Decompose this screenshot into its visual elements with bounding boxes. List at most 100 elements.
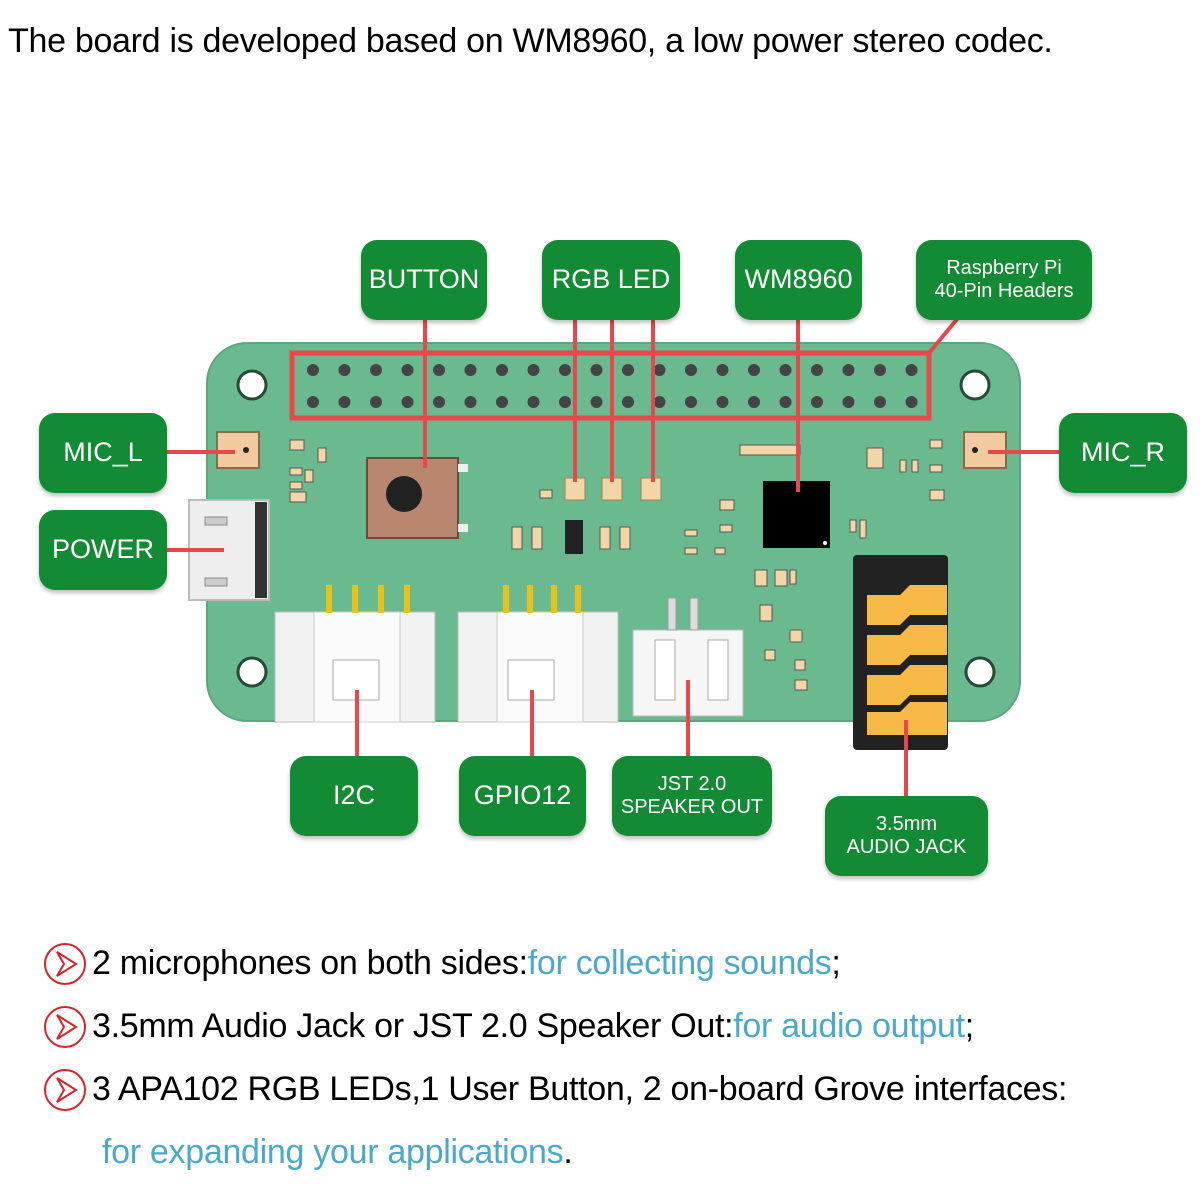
header-pin (622, 396, 634, 408)
mount-hole (236, 369, 268, 401)
red-circle-arrow-icon (44, 1005, 86, 1048)
smd-component (849, 519, 857, 533)
grove-pin (527, 585, 533, 613)
callout-audio-jack: 3.5mm AUDIO JACK (825, 796, 988, 876)
header-pin (527, 396, 540, 408)
gpio-header-pins (307, 364, 918, 408)
wm8960-chip (763, 481, 830, 548)
smd-component (929, 464, 943, 473)
smd-component (866, 447, 884, 469)
callout-button: BUTTON (361, 240, 487, 320)
header-pin (811, 396, 823, 408)
header-pin (559, 364, 571, 376)
header-pin (307, 396, 319, 408)
feature-end: . (563, 1133, 573, 1171)
smd-component (774, 569, 788, 587)
headline: The board is developed based on WM8960, … (8, 22, 1053, 60)
header-pin (338, 396, 351, 408)
smd-component (317, 447, 327, 463)
callout-jst-line1: JST 2.0 (657, 773, 727, 795)
header-pin (653, 396, 666, 408)
smd-component (789, 569, 797, 585)
header-pin (779, 364, 792, 376)
feature-item: 3 APA102 RGB LEDs,1 User Button, 2 on-bo… (42, 1058, 1067, 1121)
header-pin (842, 364, 855, 376)
callout-gpio12: GPIO12 (459, 756, 586, 836)
smd-component (511, 526, 523, 550)
mount-hole (236, 656, 268, 688)
header-pin (905, 396, 918, 408)
smd-component (619, 526, 631, 550)
smd-component (539, 489, 553, 499)
header-pin (401, 364, 414, 376)
header-pin (716, 396, 729, 408)
smd-components (289, 439, 945, 691)
feature-item: 2 microphones on both sides: for collect… (42, 932, 1067, 995)
header-pin (590, 364, 603, 376)
feature-highlight: for expanding your applications (102, 1133, 564, 1171)
callout-wm8960: WM8960 (735, 240, 862, 320)
smd-component (531, 526, 543, 550)
callout-audio-jack-line2: AUDIO JACK (846, 836, 967, 858)
smd-component (684, 529, 698, 537)
grove-pin (575, 585, 581, 613)
header-pin (874, 364, 886, 376)
callout-mic-r: MIC_R (1059, 413, 1187, 493)
header-pin (779, 396, 792, 408)
smd-component (289, 481, 303, 490)
grove-pin (404, 585, 410, 613)
red-circle-arrow-icon (44, 1068, 86, 1111)
header-pin (401, 396, 414, 408)
smd-component (899, 459, 907, 473)
smd-component (719, 499, 735, 511)
audio-jack (853, 555, 948, 750)
feature-end: ; (964, 1007, 974, 1045)
header-pin (496, 396, 508, 408)
feature-text: 3 APA102 RGB LEDs,1 User Button, 2 on-bo… (92, 1070, 1068, 1108)
feature-item: 3.5mm Audio Jack or JST 2.0 Speaker Out:… (42, 995, 1067, 1058)
feature-highlight: for audio output (733, 1007, 965, 1045)
header-pin (464, 396, 477, 408)
smd-component (289, 491, 307, 503)
grove-pin (378, 585, 384, 613)
header-pin (748, 396, 760, 408)
grove-pin (551, 585, 557, 613)
feature-continuation: for expanding your applications. (42, 1121, 1067, 1184)
header-pin (811, 364, 823, 376)
smd-component (289, 439, 305, 451)
callout-audio-jack-line1: 3.5mm (875, 813, 938, 835)
smd-component (859, 519, 867, 539)
smd-component (684, 547, 698, 555)
feature-list: 2 microphones on both sides: for collect… (42, 932, 1067, 1184)
header-pin (464, 364, 477, 376)
header-pin (370, 364, 382, 376)
header-pin (496, 364, 508, 376)
header-pin (338, 364, 351, 376)
header-pin (370, 396, 382, 408)
header-pin (842, 396, 855, 408)
red-circle-arrow-icon (44, 942, 86, 985)
header-pin (905, 364, 918, 376)
feature-text: 2 microphones on both sides: (92, 944, 528, 982)
smd-component (289, 467, 303, 476)
smd-component (929, 489, 945, 501)
smd-component (754, 569, 768, 587)
header-pin (307, 364, 319, 376)
smd-component (794, 679, 808, 691)
feature-end: ; (831, 944, 841, 982)
callout-pi-headers: Raspberry Pi 40-Pin Headers (916, 240, 1092, 320)
callout-rgb-led: RGB LED (542, 240, 680, 320)
smd-component (929, 439, 943, 449)
smd-component (739, 444, 801, 456)
header-pin (527, 364, 540, 376)
mount-hole (959, 369, 991, 401)
header-pin (433, 396, 445, 408)
callout-jst: JST 2.0 SPEAKER OUT (612, 756, 772, 836)
callout-pi-headers-line2: 40-Pin Headers (934, 280, 1074, 302)
header-pin (748, 364, 760, 376)
smd-component (764, 649, 776, 661)
mount-hole (964, 656, 996, 688)
smd-component (911, 459, 919, 473)
feature-highlight: for collecting sounds (527, 944, 832, 982)
